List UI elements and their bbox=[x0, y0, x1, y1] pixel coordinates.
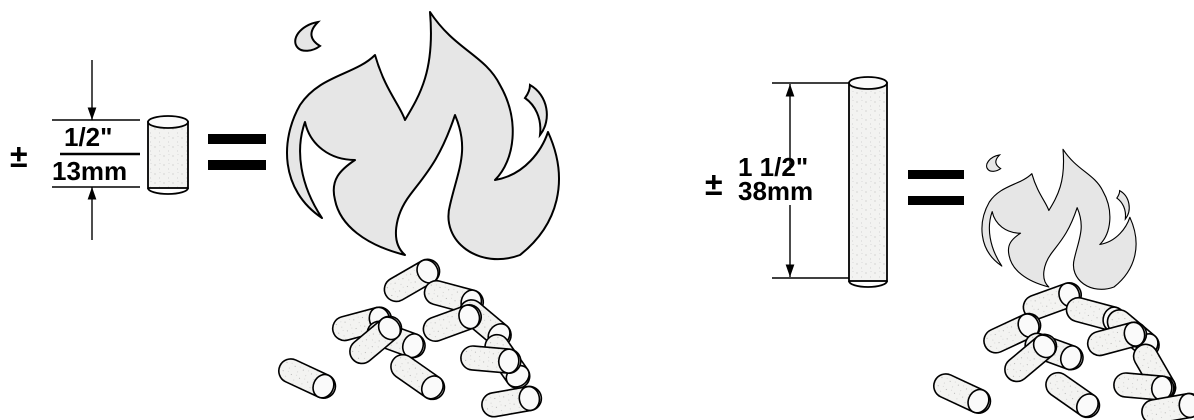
length-mm-label: 38mm bbox=[738, 176, 813, 206]
long-pellet-icon bbox=[848, 76, 888, 288]
short-pellet-icon bbox=[147, 115, 189, 195]
large-flame-icon bbox=[286, 11, 560, 261]
length-mm-label: 13mm bbox=[52, 156, 127, 186]
small-flame-icon bbox=[981, 148, 1137, 290]
left-panel: ± 1/2" 13mm bbox=[10, 11, 560, 420]
equals-sign-icon bbox=[208, 134, 266, 170]
length-inches-label: 1/2" bbox=[64, 122, 112, 152]
pellet-pile-icon bbox=[929, 278, 1194, 420]
plusminus-sign: ± bbox=[705, 166, 723, 202]
right-panel: ± 1 1/2" 38mm bbox=[705, 76, 1194, 420]
equals-sign-icon bbox=[908, 170, 964, 205]
pellet-pile-icon bbox=[274, 254, 545, 420]
length-inches-label: 1 1/2" bbox=[738, 152, 808, 182]
plusminus-sign: ± bbox=[10, 138, 28, 174]
